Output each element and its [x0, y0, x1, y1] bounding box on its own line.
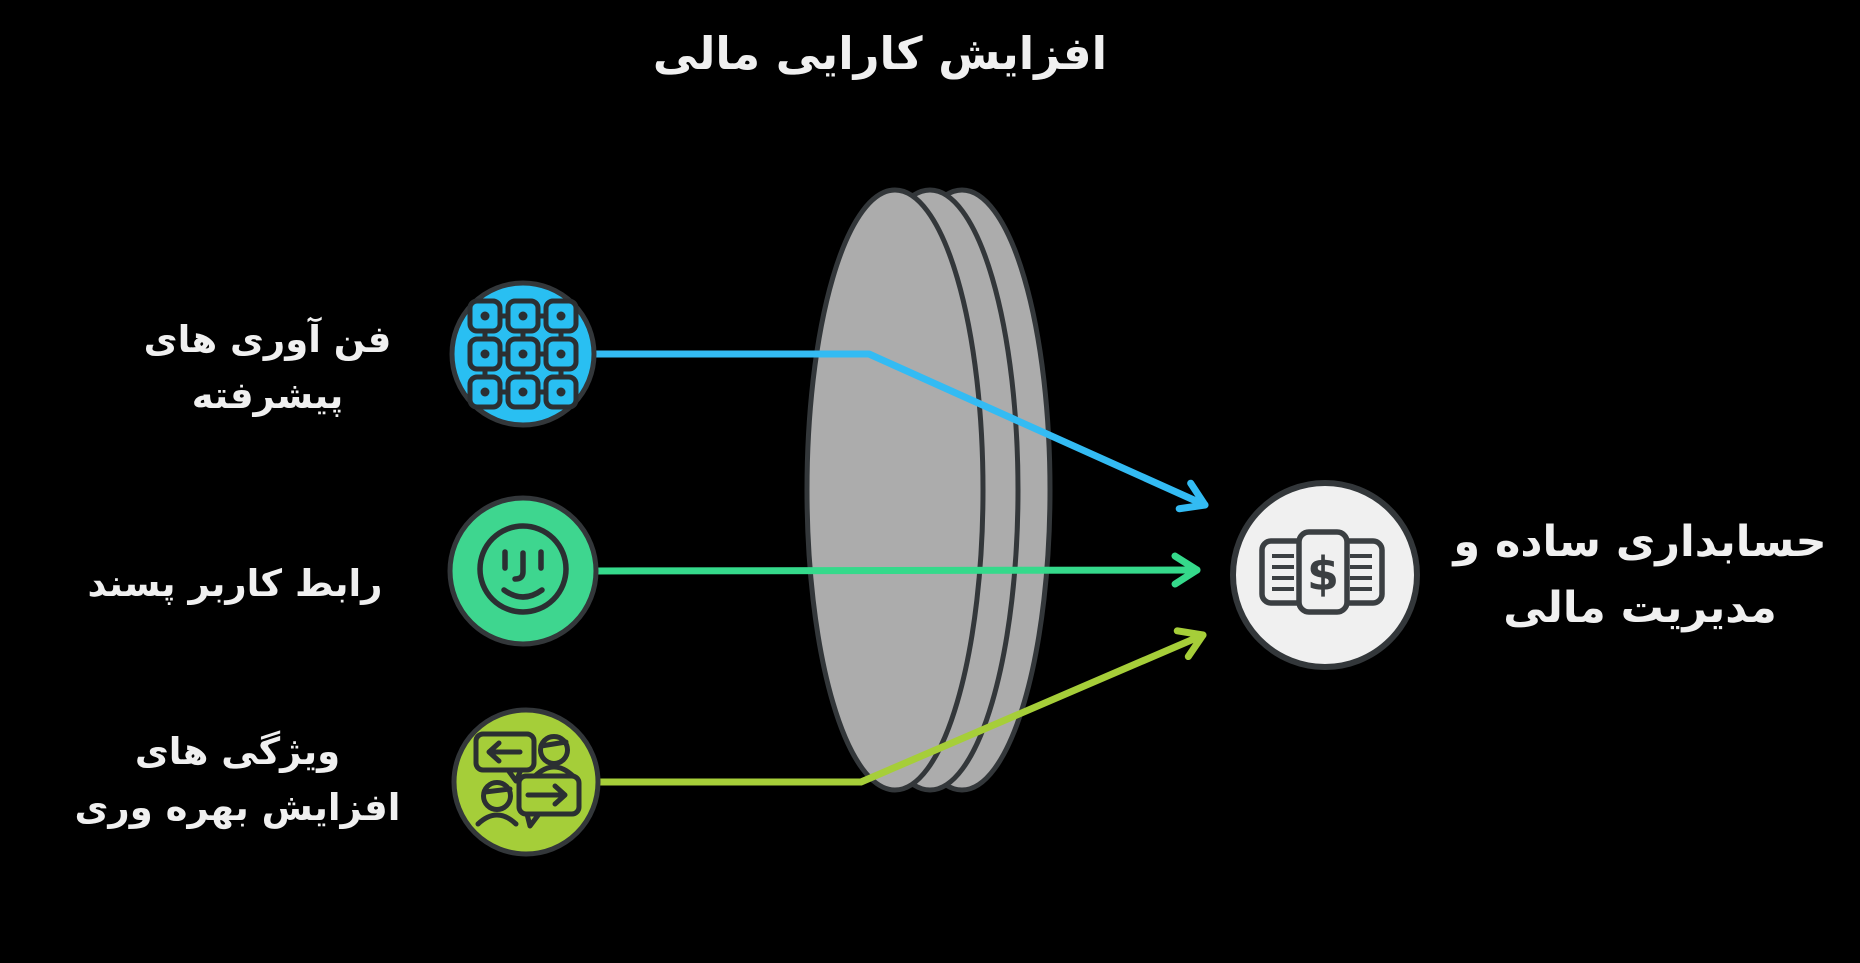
input-node-advanced-technologies: [449, 280, 597, 428]
lens-shape: [804, 187, 1053, 793]
label-line: ویژگی های: [134, 730, 341, 773]
label-line: حسابداری ساده و: [1453, 517, 1827, 567]
label-line: افزایش بهره وری: [74, 786, 401, 829]
label-line: رابط کاربر پسند: [87, 562, 383, 605]
conversation-icon: [473, 731, 582, 829]
grid-network-icon: [467, 298, 579, 410]
diagram-title: افزایش کارایی مالی: [652, 27, 1108, 80]
output-node-simple-accounting: $: [1230, 480, 1420, 670]
input-label-productivity-features: ویژگی های افزایش بهره وری: [35, 724, 440, 836]
flow-arrow-top: [590, 350, 1209, 513]
smiley-face-icon: [477, 523, 569, 615]
label-line: فن آوری های: [143, 318, 392, 361]
input-node-user-friendly-interface: [447, 495, 599, 647]
flow-arrow-middle: [592, 552, 1201, 588]
input-label-user-friendly-interface: رابط کاربر پسند: [30, 556, 440, 612]
output-label-simple-accounting: حسابداری ساده و مدیریت مالی: [1425, 509, 1855, 641]
dollar-sign: $: [1307, 547, 1339, 601]
input-label-advanced-technologies: فن آوری های پیشرفته: [95, 312, 440, 424]
flow-arrow-bottom: [594, 627, 1207, 786]
label-line: پیشرفته: [191, 374, 344, 417]
input-node-productivity-features: [451, 707, 601, 857]
money-banknotes-icon: $: [1259, 529, 1385, 615]
label-line: مدیریت مالی: [1503, 583, 1777, 633]
